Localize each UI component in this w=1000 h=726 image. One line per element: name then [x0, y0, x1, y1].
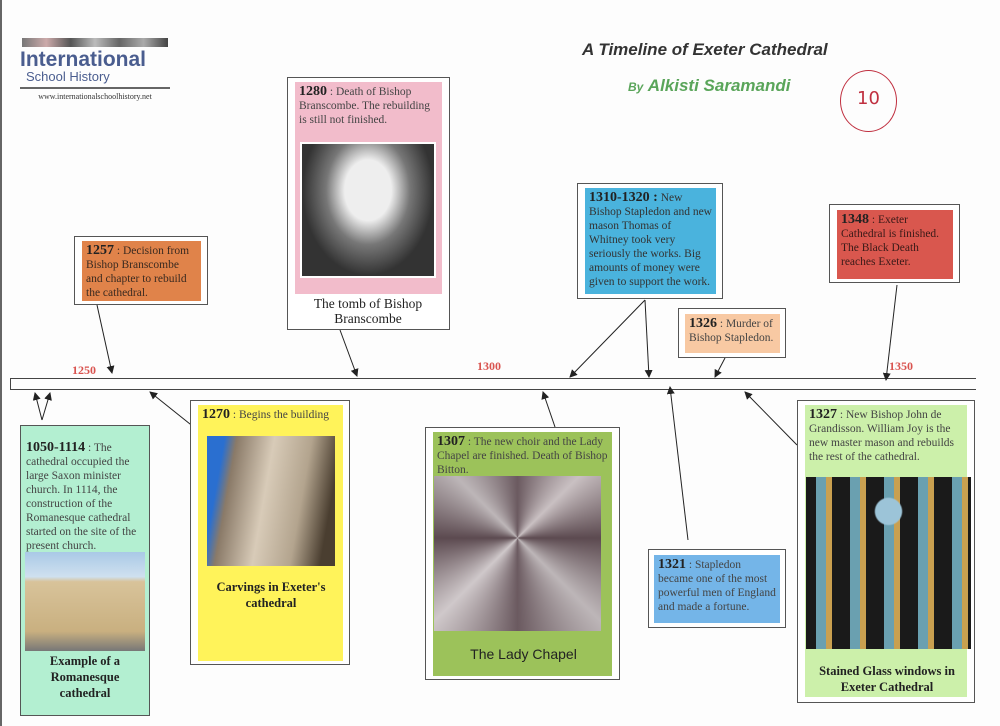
event-text: : New Bishop John de Grandisson. William…	[809, 409, 954, 463]
event-year: 1280	[299, 84, 327, 99]
event-text: : Murder of Bishop Stapledon.	[689, 318, 774, 344]
event-year: 1321	[658, 557, 686, 572]
event-1310-card: 1310-1320 : New Bishop Stapledon and new…	[577, 183, 723, 299]
byline: By Alkisti Saramandi	[628, 76, 790, 96]
lady-chapel-photo	[434, 476, 601, 631]
timeline-label-1300: 1300	[477, 359, 501, 373]
logo-url[interactable]: www.internationalschoolhistory.net	[38, 92, 152, 101]
event-caption: The Lady Chapel	[470, 646, 577, 662]
event-year: 1310-1320 :	[589, 190, 658, 205]
event-text: : Death of Bishop Branscombe. The rebuil…	[299, 86, 431, 126]
event-year: 1270	[202, 407, 230, 422]
event-1270-card: 1270 : Begins the building Carvings in E…	[190, 400, 350, 665]
event-year: 1257	[86, 243, 114, 258]
logo: International School History www.interna…	[20, 38, 170, 101]
event-1280-card: 1280 : Death of Bishop Branscombe. The r…	[287, 77, 450, 330]
event-caption: Carvings in Exeter's cathedral	[216, 580, 326, 610]
stained-glass-photo	[806, 477, 971, 649]
event-caption: Example of a Romanesque cathedral	[49, 654, 121, 700]
event-year: 1326	[689, 316, 717, 331]
byline-author: Alkisti Saramandi	[647, 76, 791, 95]
event-text: : Begins the building	[230, 409, 330, 421]
event-text: : Exeter Cathedral is finished. The Blac…	[841, 214, 940, 268]
event-1348-card: 1348 : Exeter Cathedral is finished. The…	[829, 204, 960, 283]
event-text: : The new choir and the Lady Chapel are …	[437, 436, 608, 476]
romanesque-cathedral-photo	[25, 552, 145, 651]
event-caption: Stained Glass windows in Exeter Cathedra…	[819, 664, 955, 694]
event-year: 1307	[437, 434, 465, 449]
event-text: : Decision from Bishop Branscombe and ch…	[86, 245, 190, 299]
event-1257-card: 1257 : Decision from Bishop Branscombe a…	[74, 236, 208, 305]
carvings-photo	[207, 436, 335, 566]
grade-mark-text: 10	[857, 88, 880, 109]
timeline-bar	[10, 378, 976, 390]
event-1327-card: 1327 : New Bishop John de Grandisson. Wi…	[797, 400, 975, 703]
grade-mark: 10	[840, 70, 897, 132]
timeline-label-1250: 1250	[72, 363, 96, 377]
logo-rule	[20, 87, 170, 89]
event-caption: The tomb of Bishop Branscombe	[313, 296, 423, 326]
scan-edge	[0, 0, 2, 726]
logo-line2: School History	[26, 69, 110, 84]
page-title: A Timeline of Exeter Cathedral	[582, 40, 828, 59]
logo-eyes-strip	[22, 38, 168, 47]
event-1050-card: 1050-1114 : The cathedral occupied the l…	[20, 425, 150, 716]
tomb-photo	[300, 142, 436, 278]
event-year: 1050-1114	[26, 440, 86, 455]
byline-by: By	[628, 80, 644, 94]
timeline-label-1350: 1350	[889, 359, 913, 373]
logo-line1: International	[20, 48, 147, 71]
event-text: : The cathedral occupied the large Saxon…	[26, 442, 137, 552]
event-1321-card: 1321 : Stapledon became one of the most …	[648, 549, 786, 628]
event-text: : Stapledon became one of the most power…	[658, 559, 776, 613]
event-year: 1348	[841, 212, 869, 227]
event-text: New Bishop Stapledon and new mason Thoma…	[589, 192, 712, 288]
event-1326-card: 1326 : Murder of Bishop Stapledon.	[678, 308, 786, 358]
event-year: 1327	[809, 407, 837, 422]
event-1307-card: 1307 : The new choir and the Lady Chapel…	[425, 427, 620, 680]
